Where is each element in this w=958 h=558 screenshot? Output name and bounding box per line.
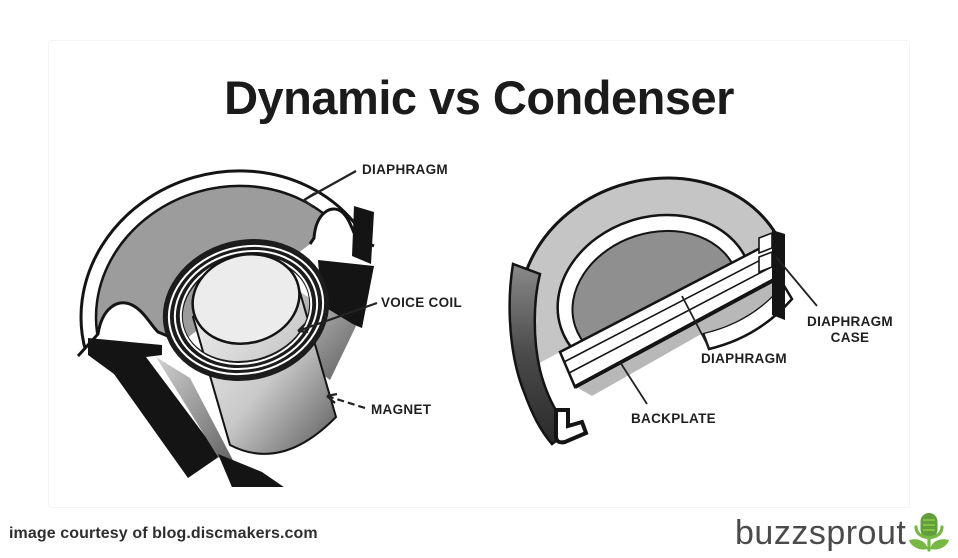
label-backplate: BACKPLATE <box>631 411 716 426</box>
magnet-top-face <box>191 253 301 345</box>
cut-face-right-a <box>352 206 374 264</box>
dynamic-mic-diagram <box>60 169 400 487</box>
case-end-cap <box>772 230 785 320</box>
label-voice-coil: VOICE COIL <box>381 295 463 310</box>
page-title: Dynamic vs Condenser <box>224 71 734 124</box>
image-credit: image courtesy of blog.discmakers.com <box>9 525 318 542</box>
condenser-capsule-diagram <box>500 176 815 462</box>
backplate-bottom-edge <box>574 273 784 389</box>
buzzsprout-logo: buzzsprout <box>730 510 958 558</box>
label-condenser-diaphragm: DIAPHRAGM <box>701 351 787 366</box>
label-diaphragm-case: DIAPHRAGM CASE <box>807 314 893 345</box>
label-dynamic-diaphragm: DIAPHRAGM <box>362 162 448 177</box>
base-shadow <box>218 454 284 487</box>
cut-face-left <box>88 338 220 478</box>
sprout-microphone-icon <box>909 513 949 552</box>
buzzsprout-wordmark: buzzsprout <box>735 514 907 552</box>
pole-face-left <box>156 357 236 466</box>
diaphragm-layer-line <box>563 251 777 363</box>
label-magnet: MAGNET <box>371 402 432 417</box>
case-foot <box>554 408 589 445</box>
backplate-layer-line <box>568 262 780 374</box>
